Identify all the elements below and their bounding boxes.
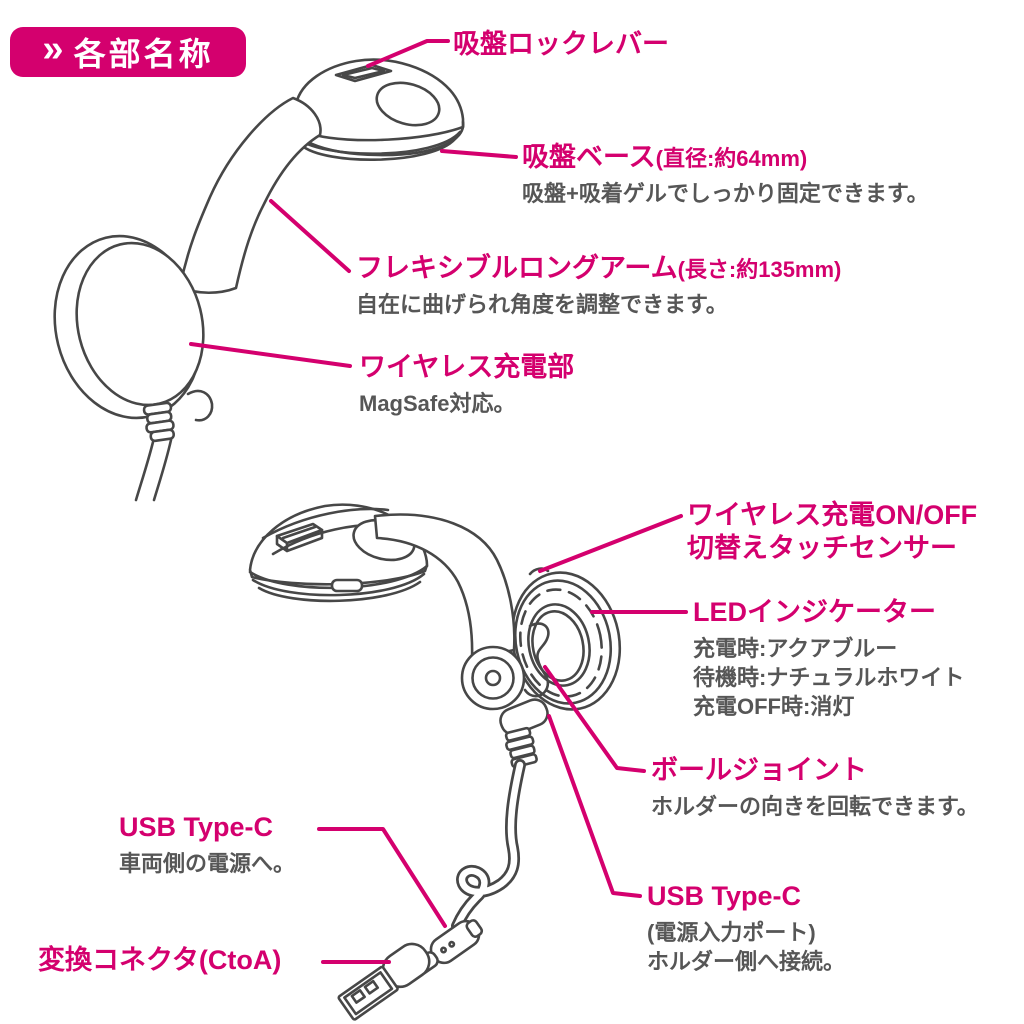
label-usb-c-power-title: USB Type-C [119,812,274,842]
label-usb-c-power: USB Type-C 車両側の電源へ。 [119,811,295,878]
label-usb-c-input-port: (電源入力ポート) [647,919,816,945]
section-badge: » 各部名称 [10,27,246,77]
label-wireless-pad-title: ワイヤレス充電部 [359,352,575,382]
label-suction-base-title: 吸盤ベース [522,142,656,172]
label-ball-joint: ボールジョイント ホルダーの向きを回転できます。 [651,754,979,821]
label-suction-base-desc: 吸盤+吸着ゲルでしっかり固定できます。 [522,180,929,206]
label-touch-sensor-line1: ワイヤレス充電ON/OFF [687,500,978,530]
label-usb-c-input-title: USB Type-C [647,881,802,911]
label-arm-desc: 自在に曲げられ角度を調整できます。 [356,291,728,317]
label-adapter-title: 変換コネクタ(CtoA) [38,945,282,975]
label-touch-sensor: ワイヤレス充電ON/OFF 切替えタッチセンサー [687,499,977,565]
label-wireless-pad: ワイヤレス充電部 MagSafe対応。 [359,351,574,418]
label-suction-base-dimension: (直径:約64mm) [655,146,808,171]
label-arm: フレキシブルロングアーム(長さ:約135mm) 自在に曲げられ角度を調整できます… [356,252,841,319]
label-suction-base: 吸盤ベース(直径:約64mm) 吸盤+吸着ゲルでしっかり固定できます。 [522,141,929,208]
label-arm-title: フレキシブルロングアーム [356,253,678,283]
label-ball-joint-desc: ホルダーの向きを回転できます。 [651,793,979,819]
bottom-product-illustration [248,503,622,1021]
label-ball-joint-title: ボールジョイント [651,755,867,785]
label-adapter: 変換コネクタ(CtoA) [38,944,281,977]
label-usb-c-power-desc: 車両側の電源へ。 [119,850,296,876]
label-lock-lever-title: 吸盤ロックレバー [453,29,669,59]
label-led-charging: 充電時:アクアブルー [693,635,898,661]
section-title: 各部名称 [73,36,214,72]
chevron-icon: » [42,28,64,70]
label-arm-dimension: (長さ:約135mm) [677,257,842,282]
label-led-standby: 待機時:ナチュラルホワイト [693,664,965,690]
label-led-off: 充電OFF時:消灯 [693,694,855,719]
label-led: LEDインジケーター 充電時:アクアブルー 待機時:ナチュラルホワイト 充電OF… [693,596,964,721]
label-wireless-pad-desc: MagSafe対応。 [359,390,516,416]
top-product-illustration [53,58,465,502]
label-lock-lever: 吸盤ロックレバー [453,28,669,61]
label-touch-sensor-line2: 切替えタッチセンサー [687,532,957,563]
label-led-title: LEDインジケーター [693,597,936,627]
label-usb-c-input: USB Type-C (電源入力ポート) ホルダー側へ接続。 [647,880,845,976]
label-usb-c-input-desc: ホルダー側へ接続。 [647,948,846,974]
